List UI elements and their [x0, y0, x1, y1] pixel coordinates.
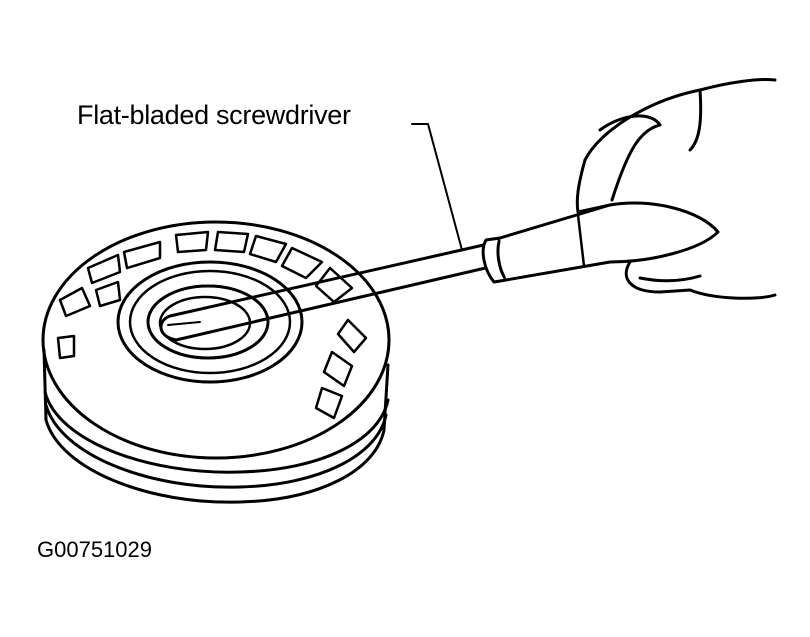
callout-leader-line — [411, 123, 463, 251]
hub-outer-ring — [116, 260, 304, 384]
fingers-under — [624, 260, 777, 300]
hand — [575, 78, 777, 300]
screwdriver-shaft-bottom — [174, 264, 496, 342]
screwdriver — [159, 201, 720, 342]
drum-assembly — [41, 220, 391, 504]
knuckle-line — [638, 274, 702, 283]
thumb — [575, 158, 612, 214]
drum-right-side — [382, 363, 390, 432]
hand-back — [583, 78, 777, 162]
drum-left-side — [42, 348, 48, 422]
drum-bottom-ring-1 — [43, 390, 390, 474]
figure-id-label: G00751029 — [37, 537, 152, 562]
screwdriver-blade-tip — [159, 314, 178, 342]
drum-top-face — [41, 220, 391, 460]
screwdriver-handle — [498, 201, 720, 282]
index-finger — [598, 114, 662, 202]
hub-middle-ring — [128, 269, 292, 375]
hub-inner-ring — [146, 284, 270, 360]
drum-bottom-ring-3 — [44, 418, 386, 504]
drum-window-slots — [56, 230, 368, 420]
hub-bore — [158, 295, 252, 351]
callout-label-screwdriver: Flat-bladed screwdriver — [77, 100, 351, 130]
screwdriver-shaft-top — [168, 242, 490, 318]
wrist — [688, 88, 703, 152]
drum-bottom-ring-2 — [44, 403, 388, 489]
